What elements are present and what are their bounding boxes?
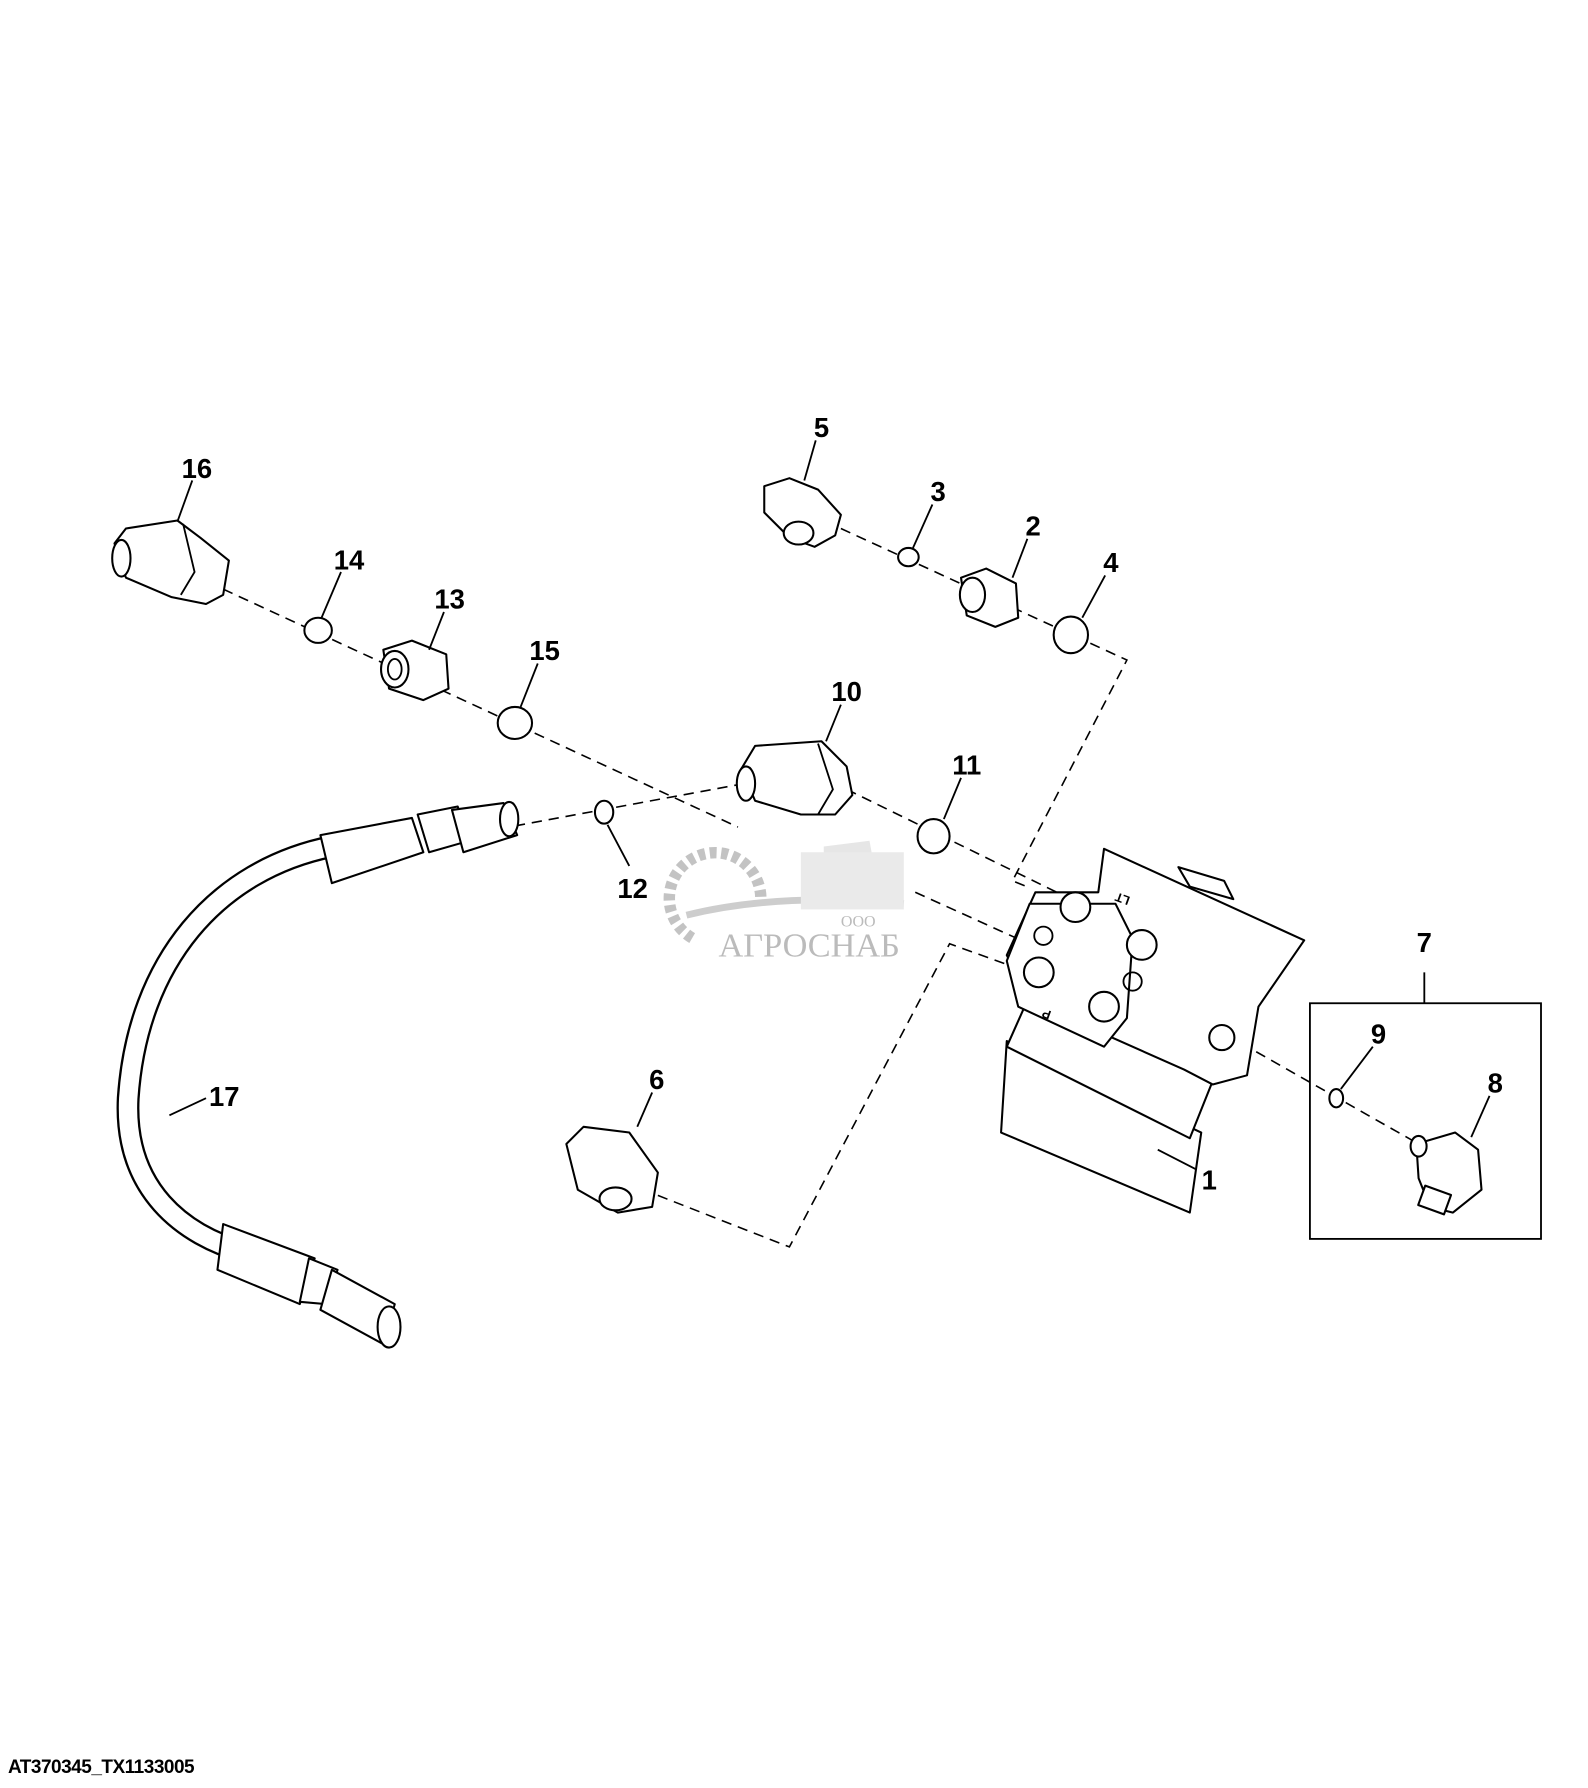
agrosnab-watermark: ООО АГРОСНАБ xyxy=(663,840,905,964)
callout-16: 16 xyxy=(182,453,213,484)
callout-17: 17 xyxy=(209,1081,240,1112)
part-15-o-ring xyxy=(496,705,534,741)
part-7-kit-box xyxy=(1309,1002,1542,1240)
callout-2: 2 xyxy=(1025,510,1040,541)
callout-13: 13 xyxy=(434,584,465,615)
part-13-adapter-fitting xyxy=(380,639,450,702)
watermark-prefix: ООО xyxy=(841,914,876,931)
watermark-name: АГРОСНАБ xyxy=(718,926,899,964)
callout-14: 14 xyxy=(334,545,365,576)
part-9-o-ring xyxy=(1328,1088,1345,1109)
callout-9: 9 xyxy=(1371,1018,1386,1049)
part-11-o-ring xyxy=(916,818,951,855)
callout-leaders xyxy=(169,440,1491,1170)
callout-15: 15 xyxy=(529,635,560,666)
part-3-o-ring xyxy=(897,546,920,568)
callout-8: 8 xyxy=(1488,1067,1503,1098)
part-17-hose-assembly xyxy=(116,800,520,1349)
callout-5: 5 xyxy=(814,412,829,443)
callout-1: 1 xyxy=(1202,1165,1217,1196)
callout-labels: 1 2 3 4 5 6 7 8 9 10 11 12 13 14 15 16 1… xyxy=(182,412,1503,1196)
part-4-o-ring xyxy=(1052,615,1090,655)
callout-10: 10 xyxy=(831,676,862,707)
callout-12: 12 xyxy=(617,873,648,904)
part-16-elbow-fitting xyxy=(111,519,230,606)
figure-id-label: AT370345_TX1133005 xyxy=(8,1757,195,1778)
part-8-elbow-fitting xyxy=(1409,1131,1483,1216)
callout-3: 3 xyxy=(931,476,946,507)
callout-7: 7 xyxy=(1417,927,1432,958)
part-10-elbow-fitting xyxy=(735,740,854,816)
callout-11: 11 xyxy=(952,749,981,780)
part-6-elbow-fitting xyxy=(565,1125,659,1214)
part-1-steering-valve: LT P xyxy=(1000,847,1306,1214)
port-label-lt: LT xyxy=(1113,889,1132,907)
part-5-elbow-fitting xyxy=(763,477,842,548)
part-14-o-ring xyxy=(303,616,333,644)
callout-4: 4 xyxy=(1103,547,1119,578)
part-12-o-ring xyxy=(593,799,615,825)
callout-6: 6 xyxy=(649,1064,664,1095)
part-2-adapter-fitting xyxy=(958,567,1020,628)
